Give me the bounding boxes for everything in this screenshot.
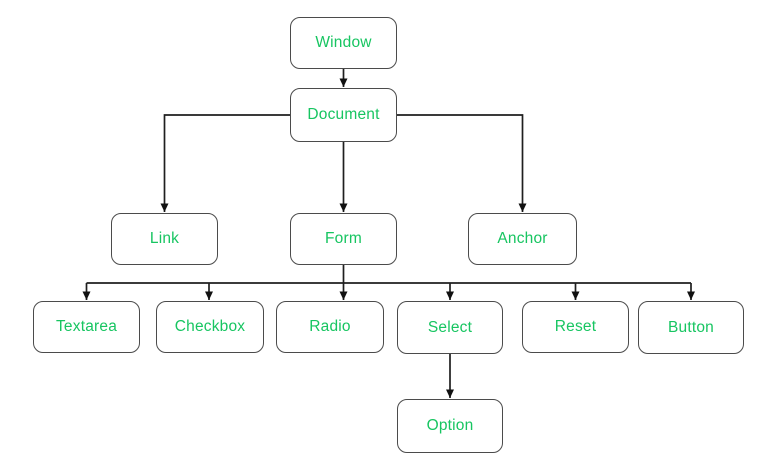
node-select: Select (397, 301, 503, 354)
node-checkbox-label: Checkbox (174, 318, 246, 335)
node-window: Window (290, 17, 397, 69)
node-anchor: Anchor (468, 213, 577, 265)
node-anchor-label: Anchor (497, 230, 548, 247)
node-button: Button (638, 301, 744, 354)
node-textarea: Textarea (33, 301, 140, 353)
node-reset: Reset (522, 301, 629, 353)
node-option-label: Option (426, 417, 474, 434)
node-form: Form (290, 213, 397, 265)
node-link: Link (111, 213, 218, 265)
node-form-label: Form (325, 230, 362, 247)
node-window-label: Window (315, 34, 372, 51)
node-select-label: Select (427, 318, 473, 336)
node-link-label: Link (149, 230, 180, 247)
node-option: Option (397, 399, 503, 453)
node-textarea-label: Textarea (55, 318, 118, 335)
node-radio: Radio (276, 301, 384, 353)
node-document: Document (290, 88, 397, 142)
node-radio-label: Radio (309, 318, 351, 335)
node-checkbox: Checkbox (156, 301, 264, 353)
node-button-label: Button (667, 318, 714, 336)
edge-document-link (160, 114, 290, 212)
node-reset-label: Reset (554, 318, 597, 335)
node-document-label: Document (307, 106, 380, 123)
edge-document-anchor (397, 114, 527, 212)
